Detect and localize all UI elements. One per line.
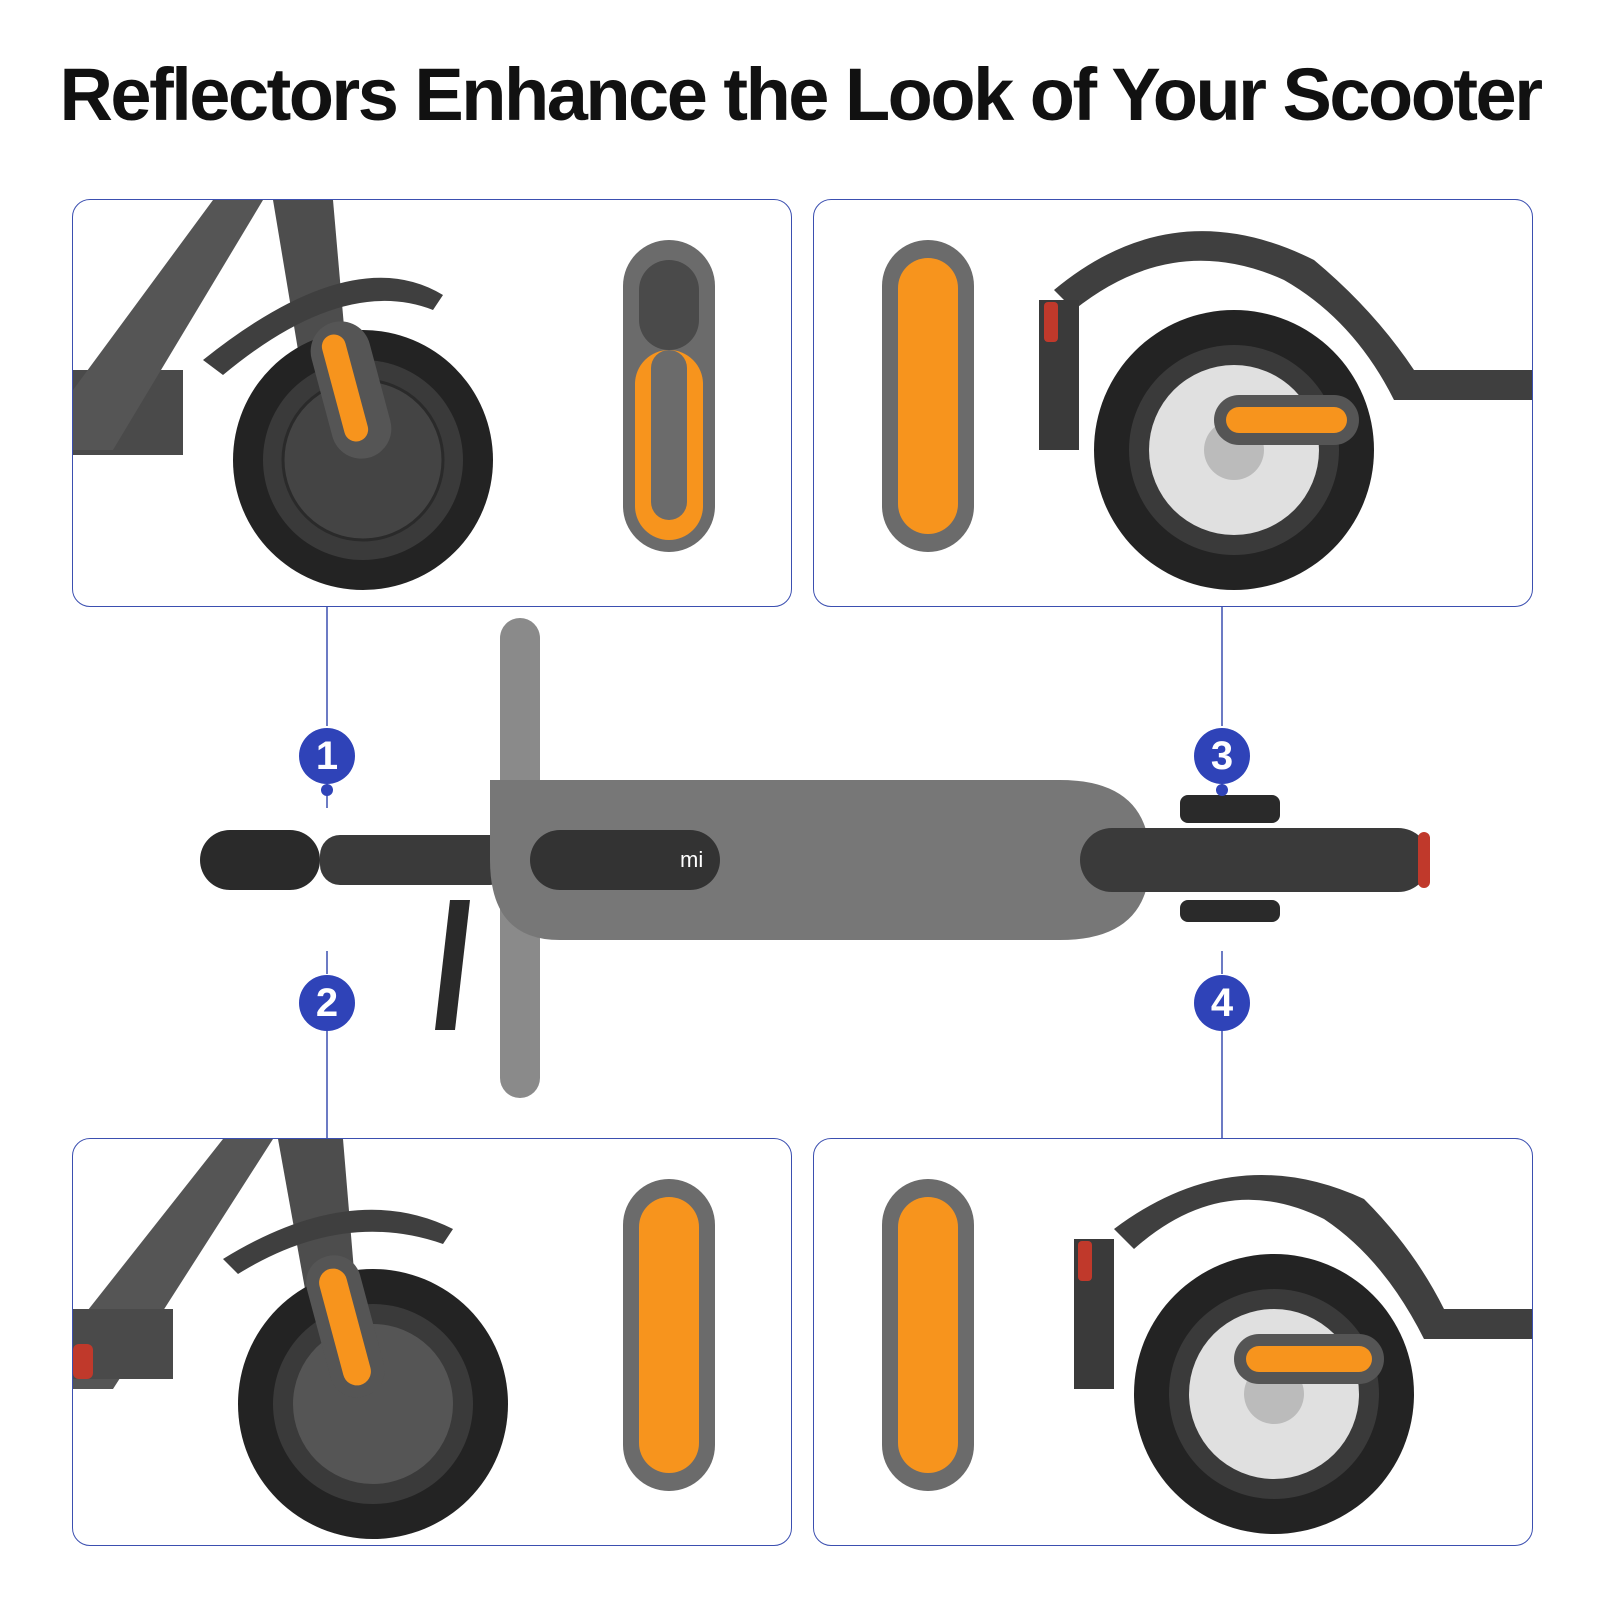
front-wheel-left-panel [72,199,792,607]
rear-reflector-strip-right [882,1179,974,1491]
scooter-top-view-illustration: mi [200,618,1430,1098]
front-reflector-with-cap [623,240,715,552]
logo-text: mi [680,847,703,872]
front-wheel-right-illustration [73,1139,715,1539]
front-wheel-right-panel [72,1138,792,1546]
rear-wheel-right-illustration [882,1175,1532,1534]
front-reflector-strip [623,1179,715,1491]
rear-wheel-left-panel [813,199,1533,607]
rear-wheel-left-illustration [882,231,1532,590]
rear-wheel-right-panel [813,1138,1533,1546]
scooter-top-view: mi [0,600,1600,1140]
marker-1-badge: 1 [299,728,355,784]
rear-reflector-strip [882,240,974,552]
marker-3-badge: 3 [1194,728,1250,784]
marker-2-badge: 2 [299,975,355,1031]
front-wheel-left-illustration [73,200,715,590]
marker-4-badge: 4 [1194,975,1250,1031]
page-title: Reflectors Enhance the Look of Your Scoo… [59,53,1543,136]
